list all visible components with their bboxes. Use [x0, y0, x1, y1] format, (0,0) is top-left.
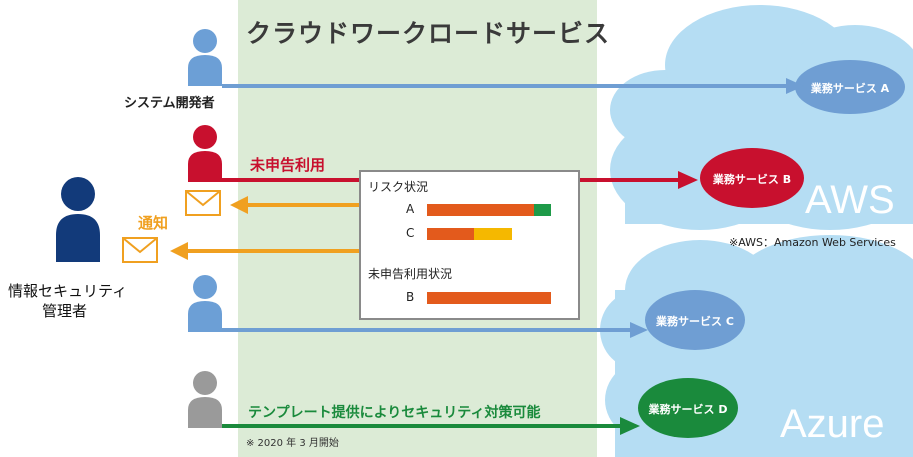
aws-note: ※AWS：Amazon Web Services — [729, 236, 896, 249]
arrowhead-service-b — [678, 171, 698, 189]
risk-status-panel: リスク状況 A C 未申告利用状況 B — [359, 170, 580, 320]
notification-label: 通知 — [138, 214, 169, 232]
arrowhead-service-a — [786, 78, 804, 94]
security-manager-label-line2: 管理者 — [42, 302, 88, 320]
person-template-icon — [188, 371, 222, 428]
service-c-ellipse — [645, 290, 745, 350]
mail-icon — [122, 237, 158, 263]
person-developer-icon — [188, 29, 222, 86]
bar-segment — [427, 204, 534, 216]
person-security-manager-icon — [56, 177, 100, 262]
azure-label: Azure — [780, 402, 885, 446]
service-d-ellipse — [638, 378, 738, 438]
arrowhead-service-d — [620, 417, 640, 435]
risk-row-a-label: A — [406, 202, 415, 216]
unreported-status-title: 未申告利用状況 — [368, 267, 453, 281]
service-d-label: 業務サービス D — [648, 403, 728, 416]
bar-segment — [427, 228, 474, 240]
service-b-label: 業務サービス B — [712, 173, 792, 186]
risk-row-a-bar — [427, 204, 551, 216]
service-a-ellipse — [795, 60, 905, 114]
service-b-ellipse — [700, 148, 804, 208]
unreported-row-b-bar — [427, 292, 551, 304]
template-note: ※ 2020 年 3 月開始 — [246, 438, 339, 449]
arrowhead-notify-2 — [170, 242, 188, 260]
developer-label: システム開発者 — [124, 96, 215, 111]
unreported-use-label: 未申告利用 — [250, 156, 326, 174]
arrowhead-notify-1 — [230, 196, 248, 214]
bar-segment — [533, 204, 551, 216]
risk-row-c-label: C — [406, 226, 415, 240]
aws-label: AWS — [805, 178, 895, 222]
security-manager-label-line1: 情報セキュリティ — [8, 282, 128, 300]
service-c-label: 業務サービス C — [656, 315, 734, 328]
person-unreported-icon — [188, 125, 222, 182]
unreported-row-b-label: B — [406, 290, 415, 304]
mail-icon — [185, 190, 221, 216]
person-user-c-icon — [188, 275, 222, 332]
template-label: テンプレート提供によりセキュリティ対策可能 — [248, 405, 541, 421]
diagram-title: クラウドワークロードサービス — [246, 19, 611, 48]
bar-segment — [473, 228, 512, 240]
bar-segment — [427, 292, 551, 304]
service-a-label: 業務サービス A — [810, 82, 890, 95]
arrowhead-service-c — [630, 322, 648, 338]
risk-status-title: リスク状況 — [368, 180, 429, 194]
risk-row-c-bar — [427, 228, 512, 240]
